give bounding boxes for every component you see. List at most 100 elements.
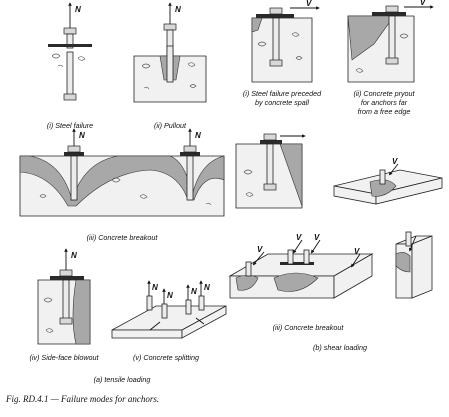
anchor-head [269, 59, 283, 67]
anchor-nut [269, 7, 283, 15]
anchor-nut-left [67, 145, 81, 153]
tension-load-label-4: N [204, 283, 210, 292]
anchor-nut [163, 23, 177, 31]
anchor-bolt-lower [66, 51, 74, 97]
base-plate-right [180, 152, 200, 156]
side-face-blowout-diagram: N (iv) Side-face blowout [29, 248, 100, 362]
anchor-nut [63, 27, 77, 35]
splitting-diagram: N N N N (v) Concrete splitting [111, 280, 227, 362]
anchor-head [263, 183, 277, 191]
concrete-block [251, 17, 313, 83]
tension-breakout-label: (iii) Concrete breakout [87, 233, 159, 242]
aggregate [243, 169, 254, 197]
anchor-bolt-3 [185, 299, 192, 315]
anchor-nut-right [183, 145, 197, 153]
side-face-label: (iv) Side-face blowout [29, 353, 99, 362]
tension-load-label: N [175, 5, 181, 14]
figure-caption: Fig. RD.4.1 — Failure modes for anchors. [5, 394, 159, 404]
pryout-label-line2: for anchors far [361, 98, 408, 107]
anchor-nut [59, 269, 73, 277]
shear-steel-label-line1: (i) Steel failure preceded [243, 89, 322, 98]
corner-breakout [395, 252, 411, 273]
tension-load-label-right: N [195, 131, 201, 140]
tension-breakout-diagram: N N (iii) Concrete breakout [19, 128, 225, 242]
shear-load-label-2: V [296, 233, 302, 242]
anchor-bolt [388, 15, 396, 61]
slab-side [181, 305, 227, 339]
aggregate [39, 177, 212, 206]
tension-load-label-1: N [152, 283, 158, 292]
steel-failure-diagram: N (i) Steel failure [47, 2, 93, 130]
anchor-bolt [272, 17, 280, 63]
base-plate-left [64, 152, 84, 156]
anchor-bolt [405, 231, 412, 247]
aggregate [43, 297, 54, 333]
anchor-bolt [379, 169, 386, 185]
pryout-label-line1: (ii) Concrete pryout [353, 89, 415, 98]
pryout-label-line3: from a free edge [358, 107, 411, 116]
slab-side [375, 177, 443, 205]
shear-steel-failure-diagram: V (i) Steel failure preceded by concrete… [243, 0, 322, 107]
anchor-bolt-3 [303, 249, 310, 265]
shear-corner-diagram [395, 231, 433, 299]
anchor-head [385, 57, 399, 65]
shear-breakout-label: (iii) Concrete breakout [273, 323, 345, 332]
slab-side [333, 253, 373, 299]
breakout-cones [19, 155, 225, 207]
aggregate [51, 53, 86, 68]
splitting-label: (v) Concrete splitting [133, 353, 199, 362]
shear-loading-label: (b) shear loading [313, 343, 367, 352]
shear-arrow-4 [351, 253, 361, 268]
base-plate [372, 12, 406, 16]
pullout-diagram: N (ii) Pullout [133, 2, 207, 130]
shear-arrow-3 [311, 239, 321, 254]
edge-breakout-center [273, 272, 319, 292]
shear-load-label: V [392, 157, 398, 166]
tension-load-label: N [71, 251, 77, 260]
anchor-bolt [62, 279, 70, 321]
base-plate [260, 140, 282, 144]
anchor-bolt [266, 143, 274, 187]
side-face-blowout [72, 279, 91, 345]
edge-breakout [279, 143, 303, 207]
base-plate-group [280, 262, 314, 265]
tension-load-label-3: N [191, 287, 197, 296]
anchor-nut [385, 5, 399, 13]
shear-arrow-1 [252, 251, 265, 266]
anchor-bolt-embedded [166, 45, 174, 83]
aggregate [257, 32, 303, 60]
tension-load-label-2: N [167, 291, 173, 300]
anchor-bolt-left [70, 155, 78, 201]
shear-load-label-3: V [314, 233, 320, 242]
shear-edge-breakout-diagram [235, 133, 306, 209]
anchor-bolt-upper [66, 33, 74, 49]
shear-arrow-2 [293, 239, 303, 254]
base-plate [48, 44, 92, 47]
split-cracks [149, 317, 205, 331]
shear-breakout-diagram: V V V V (iii) Concrete breakout [228, 233, 374, 332]
shear-arrow [388, 163, 399, 176]
pullout-label: (ii) Pullout [154, 121, 187, 130]
edge-breakout-left [235, 274, 259, 291]
tensile-loading-label: (a) tensile loading [94, 375, 151, 384]
shear-load-label-4: V [354, 247, 360, 256]
shear-load-label: V [306, 0, 312, 8]
anchor-head [59, 317, 73, 325]
aggregate [355, 33, 409, 73]
slab-front [111, 329, 183, 339]
anchor-nut [263, 133, 277, 141]
aggregate [141, 62, 197, 90]
shear-load-label: V [420, 0, 426, 7]
anchor-bolt-2 [287, 249, 294, 265]
anchor-bolt-2 [161, 303, 168, 319]
shear-steel-label-line2: by concrete spall [255, 98, 309, 107]
shear-arrow [409, 235, 417, 252]
shear-slab-breakout-diagram: V [333, 157, 443, 205]
block-side [411, 235, 433, 299]
steel-failure-label: (i) Steel failure [47, 121, 93, 130]
base-plate [50, 276, 84, 280]
anchor-bolt-right [186, 155, 194, 201]
anchor-bolt-1 [146, 295, 153, 311]
tension-load-label-left: N [79, 131, 85, 140]
